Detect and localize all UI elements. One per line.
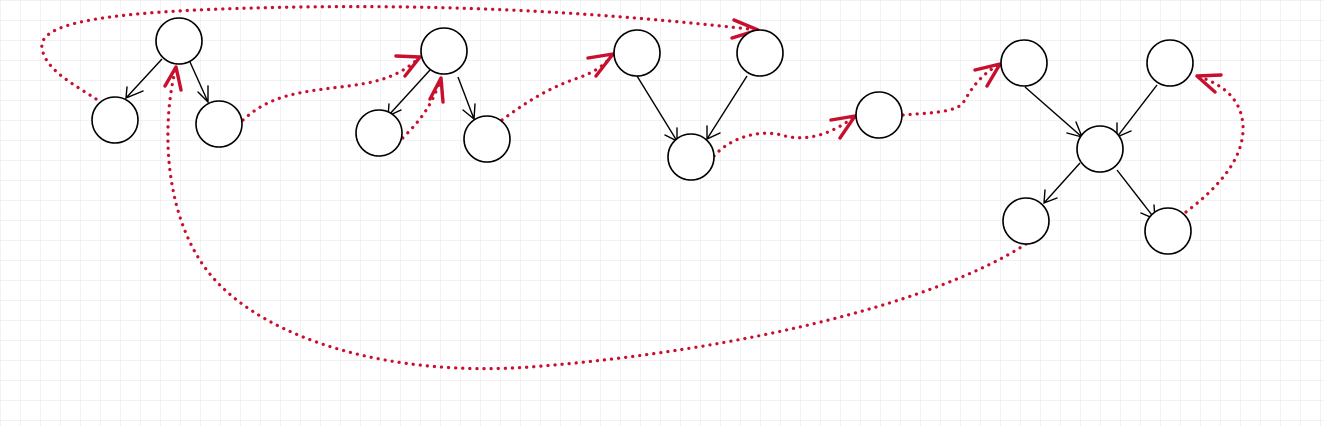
link-b-right-to-c-left	[500, 52, 615, 122]
edge-e-center-e-bl	[1043, 162, 1081, 204]
node-c-bottom[interactable]	[667, 133, 715, 181]
arrowhead-b-right	[462, 103, 476, 121]
node-b-right[interactable]	[463, 115, 511, 163]
link-head-e-tr	[1195, 73, 1223, 94]
edge-a-root-a-right	[189, 61, 209, 103]
arrowhead-a-left	[125, 86, 144, 100]
node-e-center[interactable]	[1076, 125, 1124, 173]
node-c-left[interactable]	[613, 29, 661, 77]
link-e-br-to-e-tr	[1184, 74, 1245, 214]
link-a-left-to-c-right	[40, 4, 760, 101]
node-e-bl[interactable]	[1002, 197, 1050, 245]
edge-layer	[125, 58, 1158, 221]
link-head-d	[829, 114, 857, 140]
node-b-left[interactable]	[355, 109, 403, 157]
link-head-b-root-2	[428, 76, 445, 104]
link-head-a-root	[163, 65, 183, 92]
node-e-tl[interactable]	[1000, 39, 1048, 87]
edge-c-right-c-bottom	[706, 75, 748, 140]
node-d[interactable]	[855, 91, 903, 139]
link-e-bl-to-a-root	[166, 65, 1028, 371]
node-a-right[interactable]	[195, 100, 243, 148]
edge-e-tr-e-center	[1116, 84, 1158, 138]
arrowhead-c-bottom-2	[706, 125, 721, 141]
edge-a-root-a-left	[125, 58, 163, 99]
link-head-e-tl	[973, 62, 1002, 88]
link-c-bottom-to-d	[712, 114, 857, 158]
edge-c-left-c-bottom	[636, 75, 678, 142]
edge-e-center-e-br	[1116, 169, 1156, 220]
arrowhead-e-bl	[1043, 189, 1058, 205]
arrowhead-a-right	[197, 85, 209, 104]
edge-b-root-b-left	[387, 69, 431, 117]
node-layer	[91, 17, 1194, 255]
link-layer	[40, 4, 1245, 371]
link-head-c-left	[586, 52, 615, 78]
node-c-right[interactable]	[736, 29, 784, 77]
node-a-root[interactable]	[155, 17, 203, 65]
link-head-b-root-1	[394, 54, 422, 78]
edge-b-root-b-right	[457, 76, 475, 120]
node-e-br[interactable]	[1144, 207, 1192, 255]
link-a-right-to-b-root	[241, 55, 422, 122]
node-e-tr[interactable]	[1146, 39, 1194, 87]
edge-e-tl-e-center	[1024, 86, 1083, 138]
node-a-left[interactable]	[91, 96, 139, 144]
node-b-root[interactable]	[420, 27, 468, 75]
